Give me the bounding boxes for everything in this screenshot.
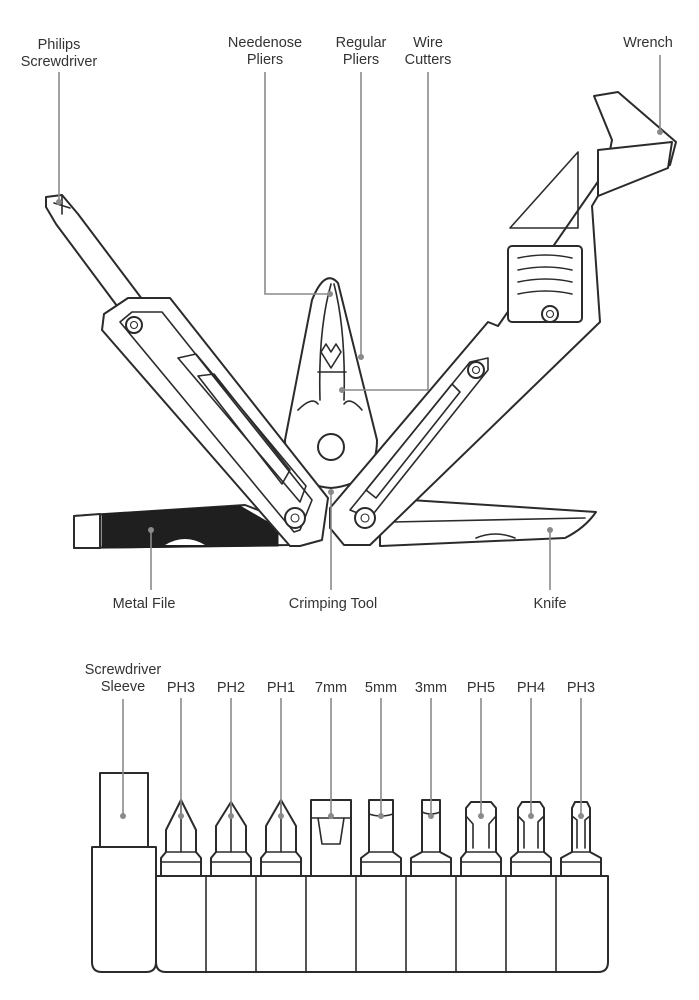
sleeve-label: Sleeve [101, 679, 145, 695]
bit-label: PH5 [467, 680, 495, 696]
bit-ph4: PH4 [510, 680, 552, 877]
callout-label: Knife [533, 596, 566, 612]
callout-crimping-tool: Crimping Tool [289, 489, 377, 612]
knife-part [379, 497, 597, 547]
bit-label: 3mm [415, 680, 447, 696]
callout-label: Pliers [247, 52, 283, 68]
callout-label: Crimping Tool [289, 596, 377, 612]
callout-label: Needenose [228, 35, 302, 51]
callout-label: Cutters [405, 52, 452, 68]
bit-ph3: PH3 [160, 680, 202, 877]
bit-ph1: PH1 [260, 680, 302, 877]
callout-label: Regular [336, 35, 387, 51]
bit-7mm: 7mm [310, 680, 352, 877]
callout-metal-file: Metal File [113, 527, 176, 612]
bit-ph5: PH5 [460, 680, 502, 877]
callout-wrench: Wrench [623, 35, 673, 135]
pliers-part [284, 277, 378, 489]
callout-label: Screwdriver [21, 54, 98, 70]
callout-label: Philips [38, 37, 81, 53]
bit-label: PH1 [267, 680, 295, 696]
bit-label: PH4 [517, 680, 545, 696]
left-handle-part [101, 297, 329, 547]
callout-label: Metal File [113, 596, 176, 612]
callout-knife: Knife [533, 527, 567, 612]
multitool-illustration [45, 91, 677, 549]
bit-label: 5mm [365, 680, 397, 696]
bit-ph2: PH2 [210, 680, 252, 877]
bit-label: PH3 [567, 680, 595, 696]
bit-label: PH2 [217, 680, 245, 696]
callout-label: Pliers [343, 52, 379, 68]
callout-label: Wire [413, 35, 443, 51]
sleeve-label: Screwdriver [85, 662, 162, 678]
bit-3mm: 3mm [410, 680, 452, 877]
right-handle-part [329, 91, 677, 546]
bit-label: 7mm [315, 680, 347, 696]
bit-holder [155, 875, 609, 973]
metal-file-part [73, 504, 291, 549]
bit-ph3-hex: PH3 [560, 680, 602, 877]
bit-5mm: 5mm [360, 680, 402, 877]
bit-label: PH3 [167, 680, 195, 696]
callout-label: Wrench [623, 35, 673, 51]
